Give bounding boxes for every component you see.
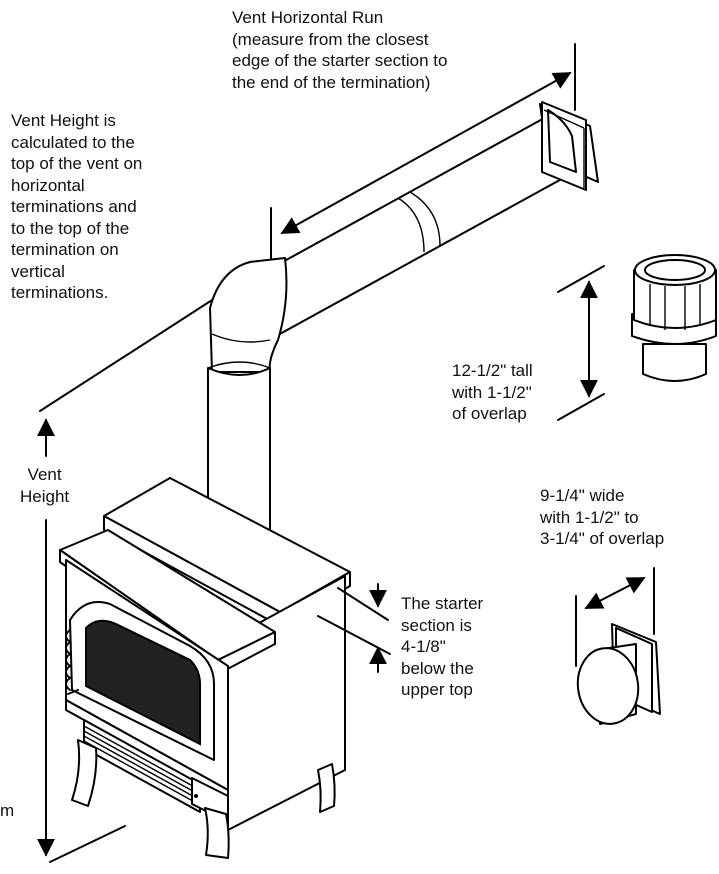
bottom-fragment-text: m: [0, 801, 15, 820]
horizontal-termination-cap: [575, 567, 661, 725]
horizontal-termination-label: 9-1/4" wide with 1-1/2" to 3-1/4" of ove…: [540, 486, 665, 548]
vent-height-reference-line: [37, 281, 241, 863]
horizontal-run-termination-cap: [539, 101, 599, 191]
vent-elbow: [209, 257, 288, 373]
vertical-termination-label: 12-1/2" tall with 1-1/2" of overlap: [452, 361, 533, 423]
vent-height-label: Vent Height: [20, 465, 70, 506]
stove: [59, 477, 351, 859]
vent-height-note: Vent Height is calculated to the top of …: [11, 111, 143, 302]
horizontal-run-label: Vent Horizontal Run (measure from the cl…: [232, 8, 448, 92]
vertical-termination-cap: [557, 254, 717, 421]
starter-section-dimension: [317, 583, 391, 673]
starter-section-label: The starter section is 4-1/8" below the …: [401, 594, 484, 699]
vertical-vent-pipe: [207, 361, 271, 541]
